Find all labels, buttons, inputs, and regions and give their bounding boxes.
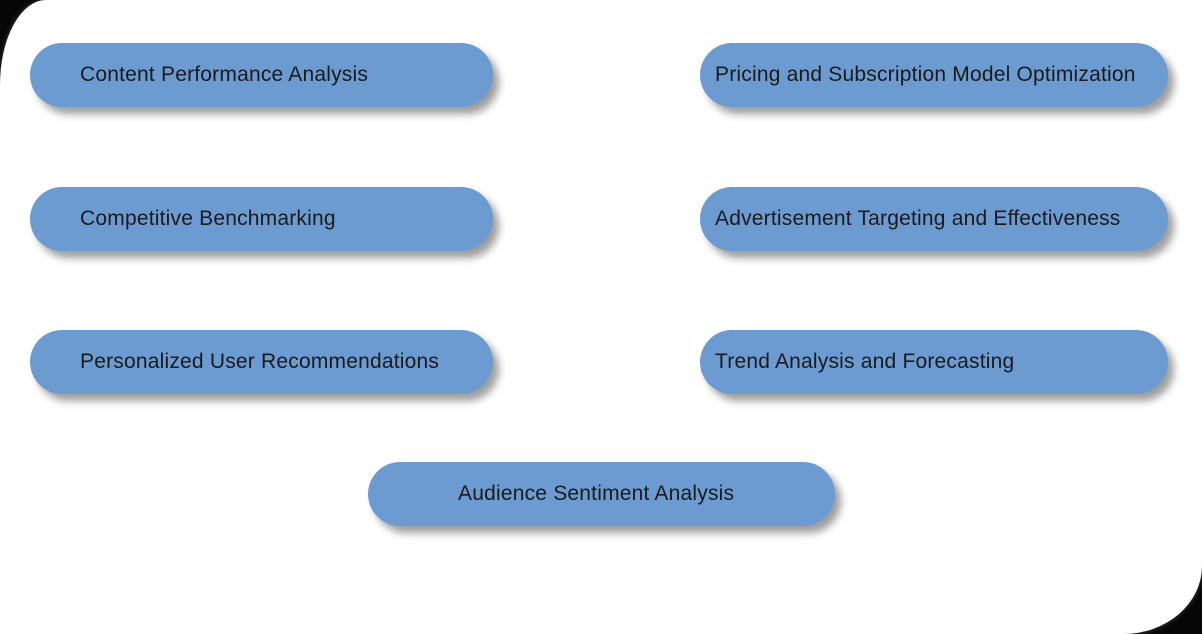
pill-trend-analysis-forecasting: Trend Analysis and Forecasting	[700, 330, 1168, 394]
pill-competitive-benchmarking: Competitive Benchmarking	[30, 187, 493, 251]
pill-personalized-user-recommendations: Personalized User Recommendations	[30, 330, 493, 394]
pill-pricing-subscription-model-optimization: Pricing and Subscription Model Optimizat…	[700, 43, 1168, 107]
pill-label: Audience Sentiment Analysis	[458, 482, 735, 505]
pill-content-performance-analysis: Content Performance Analysis	[30, 43, 493, 107]
pill-label: Competitive Benchmarking	[80, 207, 336, 230]
pill-label: Personalized User Recommendations	[80, 350, 440, 373]
pill-advertisement-targeting-effectiveness: Advertisement Targeting and Effectivenes…	[700, 187, 1168, 251]
pill-label: Pricing and Subscription Model Optimizat…	[715, 63, 1136, 86]
pill-audience-sentiment-analysis: Audience Sentiment Analysis	[368, 462, 835, 526]
pill-label: Content Performance Analysis	[80, 63, 369, 86]
pill-label: Trend Analysis and Forecasting	[715, 350, 1015, 373]
pill-label: Advertisement Targeting and Effectivenes…	[715, 207, 1121, 230]
